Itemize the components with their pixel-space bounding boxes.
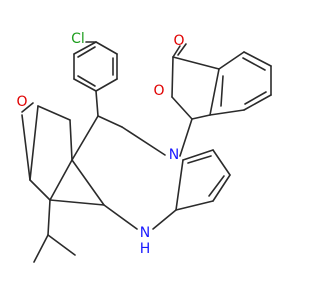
bond-line <box>73 41 97 55</box>
bond-line <box>175 159 184 211</box>
bond-line <box>242 57 266 71</box>
bond-line <box>177 43 187 56</box>
lactone-ring-oxygen-label: O <box>153 83 164 99</box>
bond-line <box>47 199 51 236</box>
bond-line <box>209 68 220 116</box>
bond-line <box>243 94 272 111</box>
bond-line <box>179 118 193 157</box>
bond-line <box>29 179 51 201</box>
bond-line <box>97 115 123 128</box>
bond-line <box>21 102 34 113</box>
ketone-oxygen-label: O <box>16 94 27 110</box>
bond-line <box>47 234 76 256</box>
bond-line <box>21 114 31 181</box>
bond-line <box>244 91 267 105</box>
bond-line <box>71 115 99 161</box>
bond-line <box>172 56 220 70</box>
bond-line <box>171 96 193 120</box>
bond-line <box>121 126 166 156</box>
chemical-structure: Cl O O O N N H <box>16 31 272 263</box>
bond-line <box>95 90 99 117</box>
bond-line <box>171 56 174 98</box>
bond-line <box>191 114 211 120</box>
bond-line <box>212 174 231 202</box>
amine-nitrogen-label: N <box>140 225 150 241</box>
amine-hydrogen-label: H <box>140 241 151 257</box>
bond-line <box>208 175 225 197</box>
bond-line <box>95 78 118 92</box>
bond-lines <box>21 41 272 263</box>
bond-line <box>33 234 49 263</box>
bond-line <box>187 155 212 164</box>
bond-line <box>175 200 214 211</box>
atom-labels: Cl O O O N N H <box>16 31 184 257</box>
bond-line <box>73 78 97 92</box>
bond-line <box>103 204 138 230</box>
bond-line <box>77 46 96 58</box>
chlorine-atom-label: Cl <box>71 31 85 47</box>
bond-line <box>77 75 96 87</box>
bond-line <box>69 119 73 161</box>
bond-line <box>172 45 181 58</box>
bond-line <box>37 105 71 121</box>
ring-nitrogen-label: N <box>169 147 179 163</box>
lactone-carbonyl-oxygen-label: O <box>173 33 184 49</box>
bond-line <box>209 109 245 116</box>
bond-line <box>71 159 105 206</box>
bond-line <box>152 209 177 230</box>
bond-line <box>182 149 214 161</box>
bond-line <box>243 51 272 67</box>
bond-line <box>49 199 105 206</box>
bond-line <box>49 159 73 201</box>
bond-line <box>218 51 245 70</box>
bond-line <box>95 41 118 55</box>
bond-line <box>220 75 224 107</box>
bond-line <box>29 105 39 181</box>
bond-line <box>212 149 231 176</box>
